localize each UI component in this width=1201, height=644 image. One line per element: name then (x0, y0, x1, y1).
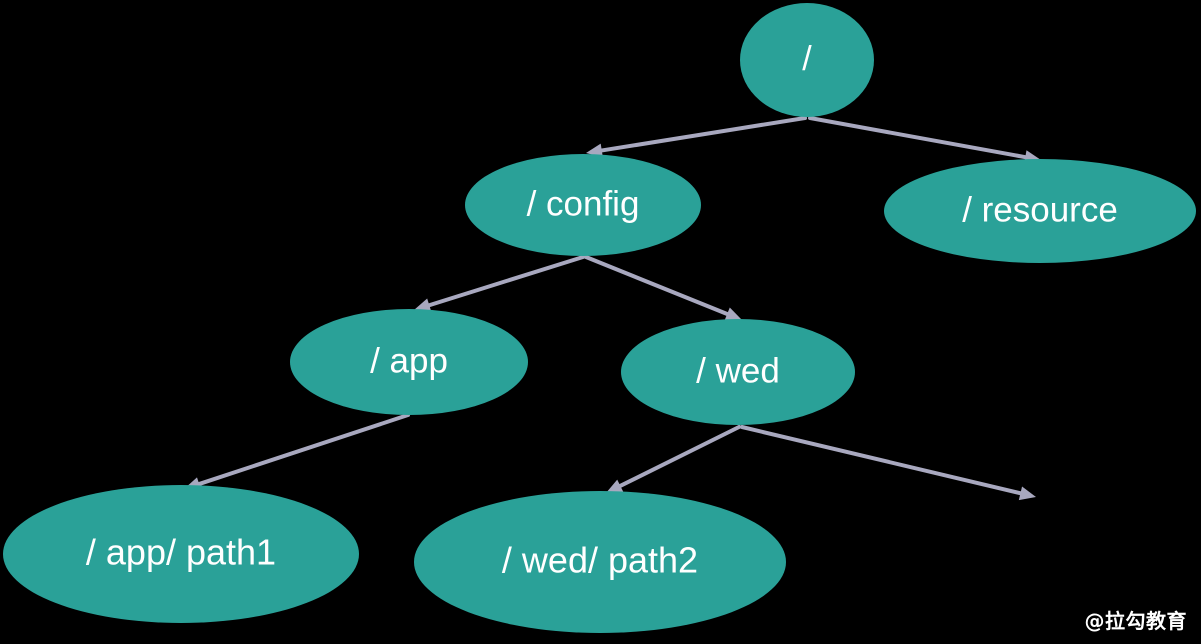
node-shape[interactable] (740, 3, 874, 117)
node-shape[interactable] (3, 485, 359, 623)
edge-arrowhead-icon (586, 143, 603, 158)
node-wed-path2[interactable]: / wed/ path2 (414, 491, 786, 633)
node-resource[interactable]: / resource (884, 159, 1196, 263)
node-shape[interactable] (414, 491, 786, 633)
node-config[interactable]: / config (465, 154, 701, 256)
edge-line (584, 255, 732, 318)
node-app[interactable]: / app (290, 309, 528, 415)
nodes-layer: / / config / resource / app / wed / app/ path… (3, 3, 1196, 633)
node-shape[interactable] (290, 309, 528, 415)
edge-wed-dangling (740, 425, 1036, 501)
node-shape[interactable] (465, 154, 701, 256)
edge-app-path1 (184, 413, 410, 491)
edge-root-config (586, 116, 807, 158)
edge-line (194, 413, 410, 487)
node-label: / wed/ path2 (502, 540, 698, 581)
edge-arrowhead-icon (414, 298, 432, 312)
edge-line (808, 116, 1031, 160)
edge-wed-path2 (606, 425, 741, 493)
node-root[interactable]: / (740, 3, 874, 117)
edge-arrowhead-icon (724, 307, 742, 321)
edge-arrowhead-icon (1018, 486, 1036, 501)
edge-line (615, 425, 741, 490)
edge-line (424, 255, 585, 309)
node-label: / wed (696, 351, 780, 390)
edge-line (740, 425, 1026, 496)
node-label: / config (527, 184, 640, 223)
node-wed[interactable]: / wed (621, 319, 855, 425)
node-app-path1[interactable]: / app/ path1 (3, 485, 359, 623)
node-shape[interactable] (884, 159, 1196, 263)
watermark-label: @拉勾教育 (1084, 609, 1187, 633)
edge-line (596, 116, 807, 153)
node-label: / (802, 40, 812, 78)
edge-config-app (414, 255, 585, 312)
node-label: / app (370, 341, 448, 380)
node-shape[interactable] (621, 319, 855, 425)
node-label: / app/ path1 (86, 532, 276, 573)
edge-config-wed (584, 255, 742, 321)
edge-arrowhead-icon (606, 479, 624, 493)
node-label: / resource (962, 190, 1118, 229)
edge-root-resource (808, 116, 1041, 165)
